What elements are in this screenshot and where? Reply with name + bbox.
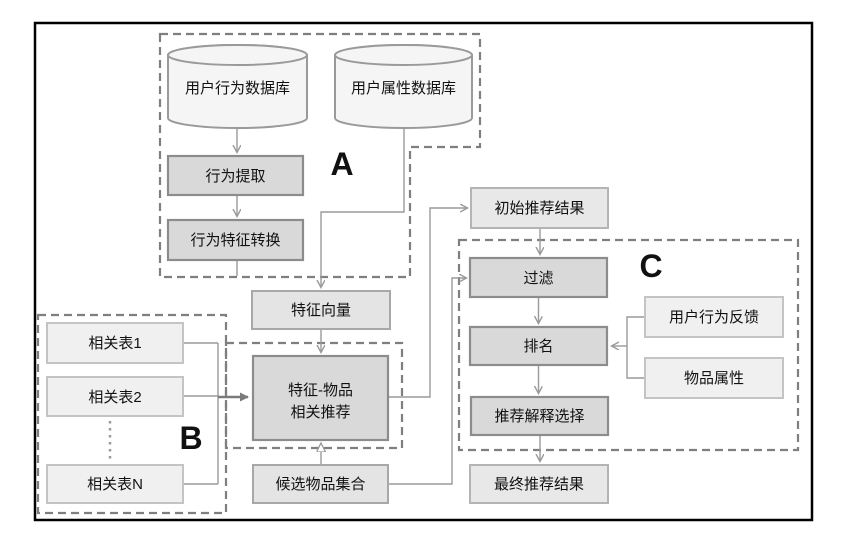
node-box bbox=[251, 354, 390, 442]
node-related-table-n-label: 相关表N bbox=[87, 476, 143, 493]
node-behavior-feature-convert-label: 行为特征转换 bbox=[190, 232, 280, 249]
node-ranking-label: 排名 bbox=[523, 338, 553, 355]
node-related-table-n: 相关表N bbox=[46, 464, 184, 504]
edge-featureitem-to-initial bbox=[388, 208, 467, 398]
node-behavior-feature-convert: 行为特征转换 bbox=[166, 218, 305, 262]
node-box bbox=[251, 290, 391, 330]
node-box bbox=[46, 376, 184, 417]
edge-candidate-to-filter bbox=[388, 278, 466, 485]
group-b-outline bbox=[36, 313, 228, 515]
group-c-label: C bbox=[639, 248, 662, 284]
group-b-label: B bbox=[179, 420, 202, 456]
node-ranking: 排名 bbox=[468, 325, 609, 367]
node-box bbox=[468, 325, 609, 367]
node-user-behavior-db-label: 用户行为数据库 bbox=[185, 80, 290, 97]
cylinder-top bbox=[334, 44, 473, 66]
node-feature-vector: 特征向量 bbox=[251, 290, 391, 330]
node-box bbox=[46, 464, 184, 504]
connectors bbox=[108, 128, 645, 485]
node-final-rec-result: 最终推荐结果 bbox=[469, 464, 609, 504]
node-filter-label: 过滤 bbox=[523, 270, 553, 287]
node-user-behavior-feedback-label: 用户行为反馈 bbox=[669, 309, 759, 326]
node-box bbox=[468, 256, 609, 299]
node-box bbox=[469, 395, 610, 437]
node-box bbox=[469, 464, 609, 504]
feature-item-dashed-outline bbox=[224, 341, 404, 450]
node-box bbox=[252, 464, 389, 504]
node-item-attributes: 物品属性 bbox=[644, 357, 784, 399]
node-feature-item-rec: 特征-物品 相关推荐 bbox=[251, 354, 390, 442]
edge-feedback-attr-bracket bbox=[626, 316, 645, 379]
node-related-table-2: 相关表2 bbox=[46, 376, 184, 417]
node-behavior-extract: 行为提取 bbox=[166, 154, 305, 197]
node-box bbox=[470, 187, 609, 229]
node-box bbox=[166, 154, 305, 197]
node-candidate-item-set-label: 候选物品集合 bbox=[275, 476, 365, 493]
group-a-label: A bbox=[330, 146, 353, 182]
node-feature-vector-label: 特征向量 bbox=[291, 302, 351, 319]
node-candidate-item-set: 候选物品集合 bbox=[252, 464, 389, 504]
node-related-table-2-label: 相关表2 bbox=[88, 389, 141, 406]
node-feature-item-rec-label-line1: 特征-物品 bbox=[288, 382, 353, 399]
node-rec-explain-select: 推荐解释选择 bbox=[469, 395, 610, 437]
node-filter: 过滤 bbox=[468, 256, 609, 299]
node-box bbox=[644, 296, 784, 338]
node-related-table-1-label: 相关表1 bbox=[88, 335, 141, 352]
group-c-outline bbox=[457, 238, 800, 452]
node-related-table-1: 相关表1 bbox=[46, 322, 184, 364]
node-box bbox=[166, 218, 305, 262]
outer-frame bbox=[33, 21, 814, 522]
group-a-outline bbox=[158, 32, 482, 279]
node-initial-rec-result: 初始推荐结果 bbox=[470, 187, 609, 229]
node-user-behavior-feedback: 用户行为反馈 bbox=[644, 296, 784, 338]
cylinder-top bbox=[167, 44, 308, 66]
node-rec-explain-select-label: 推荐解释选择 bbox=[494, 408, 584, 425]
node-feature-item-rec-label-line2: 相关推荐 bbox=[290, 404, 350, 421]
node-user-behavior-db: 用户行为数据库 bbox=[167, 44, 308, 129]
edge-attrdb-to-featurevector bbox=[321, 128, 405, 287]
node-initial-rec-result-label: 初始推荐结果 bbox=[494, 200, 584, 217]
node-behavior-extract-label: 行为提取 bbox=[205, 168, 265, 185]
node-final-rec-result-label: 最终推荐结果 bbox=[494, 476, 584, 493]
node-user-attr-db-label: 用户属性数据库 bbox=[351, 80, 456, 97]
node-box bbox=[46, 322, 184, 364]
node-user-attr-db: 用户属性数据库 bbox=[334, 44, 473, 129]
node-box bbox=[644, 357, 784, 399]
node-item-attributes-label: 物品属性 bbox=[684, 370, 744, 387]
